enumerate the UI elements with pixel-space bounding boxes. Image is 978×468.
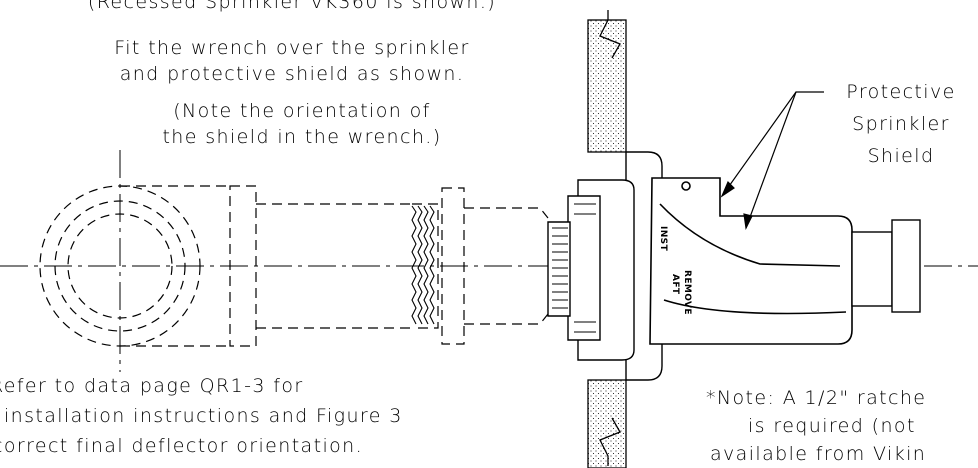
- callout-label-line3: Shield: [867, 145, 935, 167]
- shield-label-after: AFT: [670, 274, 680, 295]
- note-refer-line2: installation instructions and Figure 3: [4, 405, 403, 427]
- shield-label-install: INST: [658, 226, 668, 252]
- note-ratchet-line1: *Note: A 1/2" ratche: [706, 387, 927, 409]
- note-fit-wrench-line2: and protective shield as shown.: [119, 63, 465, 85]
- sprinkler-body: [547, 195, 601, 341]
- sprinkler-hub: [851, 219, 921, 313]
- note-ratchet-line3: available from Vikin: [710, 443, 927, 465]
- note-orientation-line1: (Note the orientation of: [173, 100, 431, 122]
- note-ratchet-line2: is required (not: [748, 415, 916, 437]
- wrench-body-outline: [120, 185, 549, 347]
- protective-shield: [649, 177, 853, 345]
- callout-leader-lines: [720, 91, 824, 230]
- note-orientation-line2: the shield in the wrench.): [162, 126, 442, 148]
- wrench-socket-threads: [411, 205, 435, 325]
- callout-label-line2: Sprinkler: [852, 113, 950, 135]
- note-recessed-sprinkler: (Recessed Sprinkler VK360 is shown.): [87, 0, 497, 13]
- note-refer-line1: Refer to data page QR1-3 for: [0, 375, 304, 397]
- note-refer-line3: correct final deflector orientation.: [0, 435, 364, 457]
- shield-label-remove: REMOVE: [682, 270, 692, 315]
- callout-label-line1: Protective: [846, 81, 956, 103]
- note-fit-wrench-line1: Fit the wrench over the sprinkler: [114, 37, 470, 59]
- ceiling-section: [587, 10, 627, 468]
